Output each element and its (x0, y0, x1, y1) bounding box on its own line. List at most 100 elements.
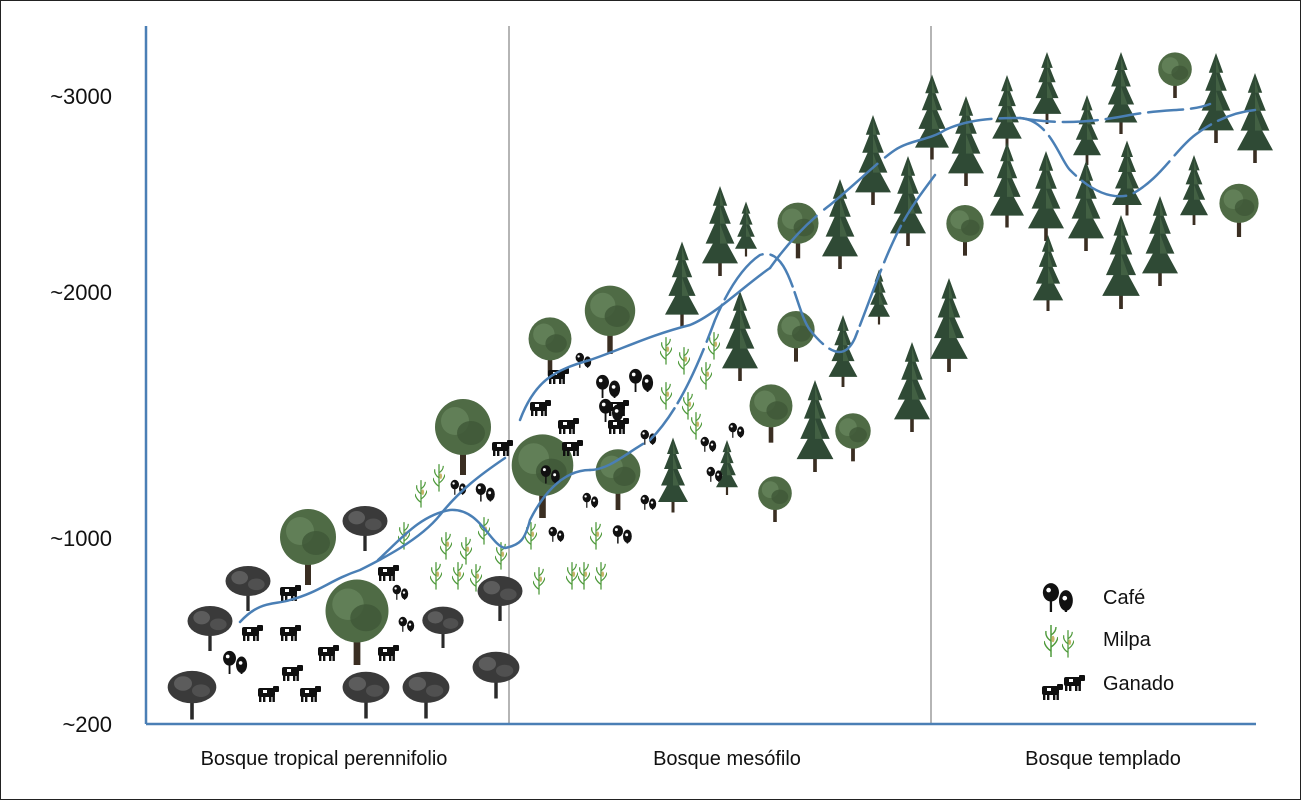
tropical-tree-icon (476, 575, 524, 622)
y-tick-2000: ~2000 (50, 280, 112, 305)
broadleaf-tree-icon (435, 399, 491, 475)
corn-plant-icon (452, 561, 464, 590)
tropical-tree-icon (224, 565, 272, 612)
zone-labels: Bosque tropical perennifolio Bosque mesó… (201, 748, 1181, 770)
pine-tree-icon (990, 142, 1024, 228)
coffee-plant-icon (582, 492, 599, 508)
legend-label-cafe: Café (1103, 587, 1145, 609)
coffee-plant-icon (612, 525, 632, 544)
broadleaf-tree-icon (758, 476, 792, 522)
broadleaf-tree-icon (584, 285, 636, 354)
pine-tree-icon (658, 437, 688, 513)
cattle-icon (282, 665, 303, 681)
coffee-plant-icon (548, 526, 565, 542)
coffee-plant-icon (223, 650, 248, 674)
pine-tree-icon (796, 380, 834, 472)
pine-tree-icon (1142, 196, 1178, 286)
corn-plant-icon (440, 531, 452, 560)
pine-tree-icon (915, 74, 949, 160)
zone-label-tropical: Bosque tropical perennifolio (201, 748, 448, 770)
legend-coffee-icon (1042, 583, 1073, 612)
pine-tree-icon (948, 96, 984, 186)
tropical-tree-icon (341, 670, 391, 720)
templado-lower-boundary (768, 128, 947, 270)
y-tick-200: ~200 (62, 712, 112, 737)
cattle-icon (300, 686, 321, 702)
pine-tree-icon (1102, 215, 1140, 309)
coffee-plant-icon (450, 479, 467, 495)
corn-plant-icon (566, 561, 578, 590)
corn-plant-icon (660, 336, 672, 365)
cattle-icon (280, 625, 301, 641)
zone-label-templado: Bosque templado (1025, 748, 1181, 770)
cattle-icon (258, 686, 279, 702)
pine-tree-icon (1104, 52, 1138, 134)
corn-plant-icon (525, 521, 537, 550)
coffee-plant-icon (596, 374, 621, 398)
broadleaf-tree-icon (1219, 183, 1259, 237)
pine-tree-icon (894, 342, 930, 432)
pine-tree-icon (735, 201, 757, 257)
pine-tree-icon (716, 440, 738, 495)
cattle-icon (378, 645, 399, 661)
pine-tree-icon (930, 278, 968, 372)
tropical-tree-icon (166, 669, 218, 720)
coffee-plant-icon (700, 436, 717, 452)
vegetation-layer (166, 52, 1273, 720)
zone-label-mesofilo: Bosque mesófilo (653, 748, 801, 770)
pine-tree-icon (1032, 52, 1062, 124)
templado-upper-boundary (943, 108, 1257, 198)
corn-plant-icon (595, 561, 607, 590)
broadleaf-tree-icon (835, 413, 871, 462)
cattle-icon (318, 645, 339, 661)
cattle-icon (242, 625, 263, 641)
mesofilo-lower-boundary (518, 266, 772, 422)
zone-boundary-lines (238, 102, 1257, 624)
corn-plant-icon (700, 361, 712, 390)
corn-plant-icon (690, 411, 702, 440)
tropical-tree-icon (341, 505, 389, 552)
tropical-lower-boundary (376, 468, 592, 562)
pine-tree-icon (890, 156, 926, 246)
broadleaf-tree-icon (280, 509, 336, 585)
broadleaf-tree-icon (777, 311, 815, 362)
corn-plant-icon (430, 561, 442, 590)
pine-tree-icon (702, 186, 738, 276)
pine-tree-icon (1112, 140, 1142, 216)
cattle-icon (530, 400, 551, 416)
tropical-tree-icon (186, 605, 234, 652)
tropical-upper-boundary (238, 456, 507, 624)
coffee-plant-icon (728, 422, 745, 438)
corn-plant-icon (478, 516, 490, 545)
legend-cattle-icon (1064, 675, 1085, 691)
tropical-tree-icon (421, 605, 465, 649)
broadleaf-tree-icon (946, 205, 984, 256)
legend-corn-icon (1062, 629, 1074, 658)
pine-tree-icon (1180, 155, 1208, 225)
legend: Café Milpa Ganado (1042, 583, 1174, 700)
broadleaf-tree-icon (1158, 52, 1192, 98)
coffee-plant-icon (398, 616, 415, 632)
pine-tree-icon (1032, 235, 1064, 311)
pine-tree-icon (855, 115, 891, 205)
cattle-icon (378, 565, 399, 581)
pine-tree-icon (992, 75, 1022, 149)
cattle-icon (558, 418, 579, 434)
legend-corn-icon (1044, 624, 1058, 658)
coffee-plant-icon (629, 368, 654, 392)
corn-plant-icon (590, 521, 602, 550)
y-tick-3000: ~3000 (50, 84, 112, 109)
coffee-plant-icon (475, 483, 495, 502)
coffee-plant-icon (640, 494, 657, 510)
tropical-tree-icon (401, 670, 451, 720)
mesofilo-upper-boundary (588, 173, 937, 472)
legend-cattle-icon (1042, 684, 1063, 700)
corn-plant-icon (415, 479, 427, 508)
corn-plant-icon (578, 561, 590, 590)
corn-plant-icon (433, 463, 445, 492)
pine-tree-icon (1028, 151, 1064, 241)
corn-plant-icon (460, 536, 472, 565)
templado-crest-boundary (1018, 102, 1212, 124)
broadleaf-tree-icon (749, 384, 793, 443)
